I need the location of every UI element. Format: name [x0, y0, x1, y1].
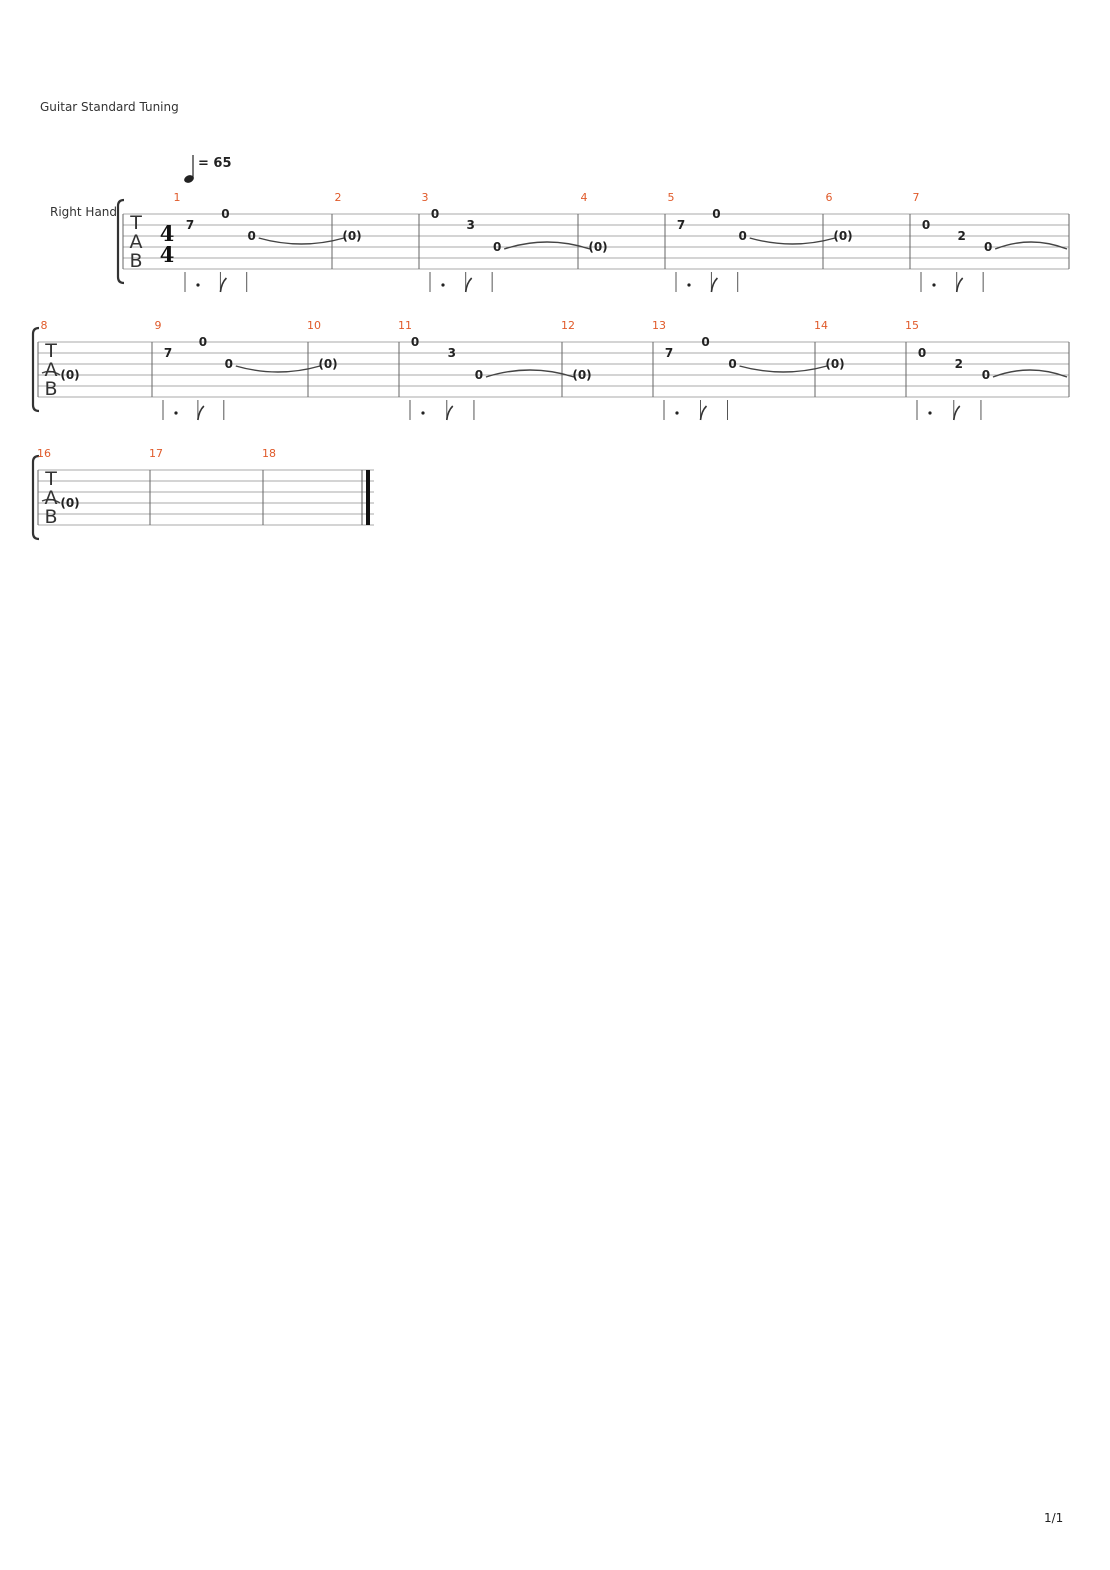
tab-note: 0	[982, 368, 990, 382]
eighth-flag	[710, 277, 719, 293]
measure-number: 9	[155, 319, 162, 332]
measure-number: 7	[913, 191, 920, 204]
measure-number: 4	[581, 191, 588, 204]
tab-clef-letter: T	[44, 468, 57, 490]
measure-number: 1	[174, 191, 181, 204]
tab-note: 7	[665, 346, 673, 360]
tab-clef-letter: T	[129, 212, 142, 234]
tab-clef-letter: B	[44, 378, 57, 400]
tab-note: 0	[922, 218, 930, 232]
tab-note: 0	[475, 368, 483, 382]
tab-note-tied: (0)	[588, 240, 607, 254]
tie-arc-continuation	[41, 370, 61, 376]
system-bracket	[116, 198, 125, 285]
measure-number: 8	[41, 319, 48, 332]
tab-note: 2	[958, 229, 966, 243]
tab-note-tied: (0)	[318, 357, 337, 371]
eighth-flag	[445, 405, 454, 421]
measure-number: 3	[422, 191, 429, 204]
measure-number: 17	[149, 447, 163, 460]
rhythm-dot	[687, 283, 691, 287]
eighth-flag	[699, 405, 708, 421]
measure-number: 16	[37, 447, 51, 460]
tie-arc	[994, 241, 1068, 250]
tempo-marking: = 65	[198, 156, 232, 171]
tab-note-tied: (0)	[60, 368, 79, 382]
tab-clef-letter: A	[45, 359, 58, 381]
system-bracket	[31, 326, 40, 413]
measure-number: 12	[561, 319, 575, 332]
tab-note-tied: (0)	[825, 357, 844, 371]
tab-note-tied: (0)	[342, 229, 361, 243]
tab-note: 3	[467, 218, 475, 232]
measure-number: 14	[814, 319, 828, 332]
tie-arc	[739, 365, 828, 373]
tab-note: 7	[677, 218, 685, 232]
tab-note: 0	[199, 335, 207, 349]
tie-arc	[235, 365, 321, 373]
time-signature-numerator: 4	[160, 221, 175, 246]
tab-note: 0	[221, 207, 229, 221]
tie-arc	[503, 241, 591, 250]
measure-number: 11	[398, 319, 412, 332]
tab-system	[31, 326, 1070, 421]
tab-clef-letter: A	[130, 231, 143, 253]
measure-number: 10	[307, 319, 321, 332]
rhythm-dot	[174, 411, 178, 415]
rhythm-dot	[196, 283, 200, 287]
tab-note: 0	[431, 207, 439, 221]
tie-arc	[749, 237, 836, 245]
tab-note-tied: (0)	[572, 368, 591, 382]
eighth-flag	[219, 277, 228, 293]
tab-note: 7	[186, 218, 194, 232]
tie-arc-continuation	[41, 498, 61, 504]
eighth-flag	[197, 405, 205, 421]
tab-note-tied: (0)	[60, 496, 79, 510]
tie-arc	[485, 369, 575, 378]
tab-clef-letter: T	[44, 340, 57, 362]
measure-number: 2	[335, 191, 342, 204]
tab-note: 0	[712, 207, 720, 221]
tab-note: 0	[701, 335, 709, 349]
tab-system	[116, 198, 1070, 293]
tab-note: 0	[739, 229, 747, 243]
tab-note-tied: (0)	[833, 229, 852, 243]
tab-system	[31, 454, 374, 541]
tab-note: 0	[248, 229, 256, 243]
tuning-label: Guitar Standard Tuning	[40, 100, 179, 114]
measure-number: 18	[262, 447, 276, 460]
rhythm-dot	[675, 411, 679, 415]
rhythm-dot	[932, 283, 936, 287]
tab-clef-letter: B	[129, 250, 142, 272]
tab-clef-letter: A	[45, 487, 58, 509]
tie-arc	[992, 369, 1068, 378]
tab-note: 0	[225, 357, 233, 371]
tab-note: 7	[164, 346, 172, 360]
tab-note: 2	[955, 357, 963, 371]
rhythm-dot	[441, 283, 445, 287]
quarter-note-icon	[184, 155, 194, 183]
tab-note: 3	[448, 346, 456, 360]
measure-number: 5	[668, 191, 675, 204]
tie-arc	[258, 237, 345, 245]
eighth-flag	[464, 277, 473, 293]
rhythm-dot	[421, 411, 425, 415]
page-number: 1/1	[1044, 1511, 1064, 1525]
tab-note: 0	[411, 335, 419, 349]
eighth-flag	[955, 277, 964, 293]
measure-number: 15	[905, 319, 919, 332]
time-signature-denominator: 4	[160, 242, 175, 267]
tab-note: 0	[728, 357, 736, 371]
measure-number: 6	[826, 191, 833, 204]
tab-note: 0	[918, 346, 926, 360]
measure-number: 13	[652, 319, 666, 332]
system-bracket	[31, 454, 40, 541]
tab-note: 0	[493, 240, 501, 254]
rhythm-dot	[928, 411, 932, 415]
eighth-flag	[952, 405, 961, 421]
tab-clef-letter: B	[44, 506, 57, 528]
track-name: Right Hand	[50, 205, 118, 219]
tab-note: 0	[984, 240, 992, 254]
